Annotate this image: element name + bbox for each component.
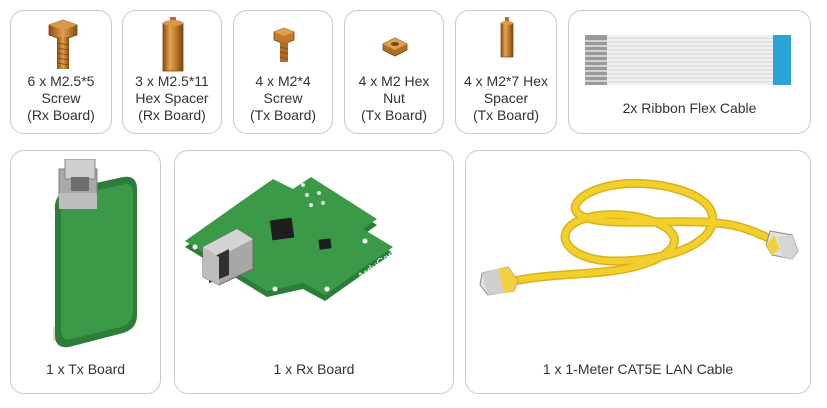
rj45-plug-right-icon [765, 230, 799, 260]
item-caption: 1 x 1-Meter CAT5E LAN Cable [542, 361, 734, 377]
lan-cable-icon [479, 178, 799, 296]
rx-board-icon: ArduCam [185, 177, 400, 301]
m25-hex-spacer-icon [162, 17, 184, 72]
m2-hex-nut-icon [382, 37, 408, 57]
item-caption: 1 x Rx Board [273, 361, 355, 377]
item-caption: 1 x Tx Board [45, 361, 126, 377]
item-card-lan-cable: 1 x 1-Meter CAT5E LAN Cable [465, 150, 811, 394]
item-caption: 2x Ribbon Flex Cable [622, 100, 757, 116]
item-card-tx-board: 1 x Tx Board [10, 150, 161, 394]
tx-board-icon [53, 159, 137, 348]
m2-hex-spacer-icon [500, 17, 514, 58]
ribbon-flex-cable-icon [585, 35, 791, 85]
rj45-plug-left-icon [479, 266, 519, 296]
m25-screw-icon [48, 19, 78, 69]
m2-screw-icon [273, 27, 295, 62]
item-card-ribbon-cable: 2x Ribbon Flex Cable [568, 10, 811, 134]
item-card-rx-board: ArduCam 1 x Rx Board [174, 150, 454, 394]
